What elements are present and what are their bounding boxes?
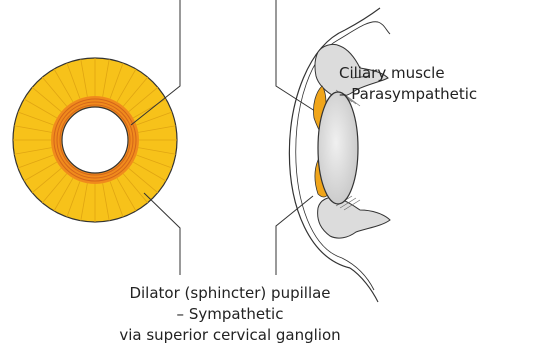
lens <box>318 92 358 204</box>
eye-cross-section <box>289 8 390 302</box>
dilator-label-line3: via superior cervical ganglion <box>70 325 390 346</box>
ciliary-label-line2: – Parasympathetic <box>339 84 477 105</box>
dilator-label-line2: – Sympathetic <box>70 304 390 325</box>
ciliary-label-line1: Ciliary muscle <box>339 63 477 84</box>
leader-line-dilator <box>144 193 180 275</box>
dilator-label-line1: Dilator (sphincter) pupillae <box>70 283 390 304</box>
dilator-label: Dilator (sphincter) pupillae – Sympathet… <box>70 283 390 346</box>
leader-line-right-bottom <box>276 196 313 275</box>
sclera-top-inner <box>338 22 390 40</box>
ciliary-muscle-label: Ciliary muscle – Parasympathetic <box>339 63 477 105</box>
pupil <box>62 107 128 173</box>
sclera-top <box>345 8 380 30</box>
iris-front-view <box>13 58 177 222</box>
